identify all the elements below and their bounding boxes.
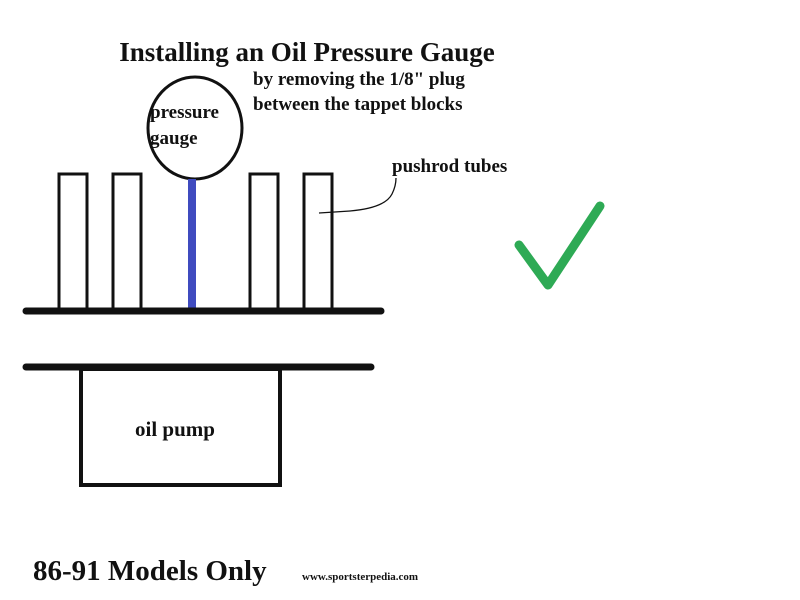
pushrod-tube xyxy=(248,172,280,311)
pushrod-tube xyxy=(302,172,334,311)
oil-pump-box xyxy=(79,367,282,487)
pushrod-tube xyxy=(57,172,89,311)
pushrod-tube xyxy=(111,172,143,311)
oil-pump-label: oil pump xyxy=(135,417,215,441)
diagram-title: Installing an Oil Pressure Gauge xyxy=(119,37,495,67)
website-credit: www.sportsterpedia.com xyxy=(302,571,418,583)
gauge-label-line-1: pressure xyxy=(150,102,219,123)
pushrod-tubes-leader-line xyxy=(318,177,397,214)
gauge-label-line-2: gauge xyxy=(150,128,198,149)
subtitle-line-2: between the tappet blocks xyxy=(253,94,463,115)
checkmark-icon xyxy=(514,201,605,290)
pushrod-tubes-label: pushrod tubes xyxy=(392,156,507,177)
oil-line-pipe xyxy=(188,179,196,308)
subtitle-line-1: by removing the 1/8" plug xyxy=(253,69,465,90)
models-note: 86-91 Models Only xyxy=(33,555,267,587)
